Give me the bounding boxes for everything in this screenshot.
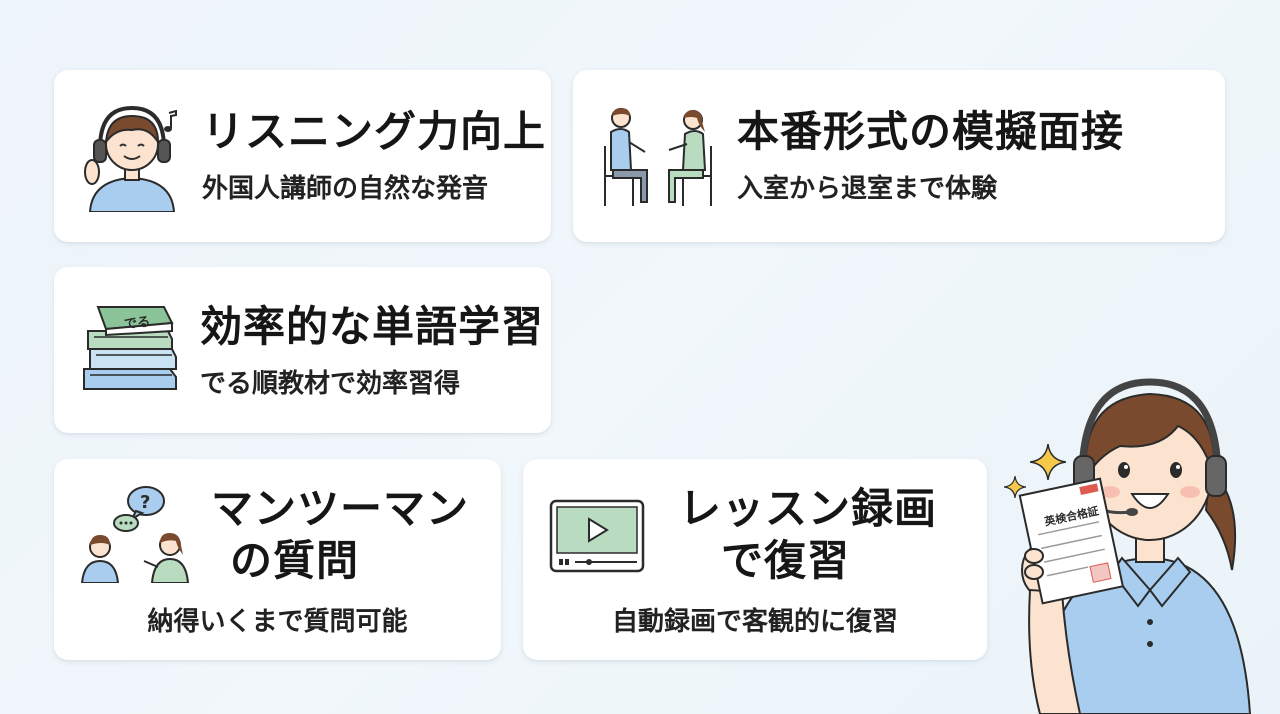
feature-card-recording: レッスン録画 で復習 自動録画で客観的に復習 (523, 459, 987, 660)
card-subtitle: 入室から退室まで体験 (737, 174, 998, 204)
book-stack-icon (80, 303, 182, 393)
mascot-teacher: 英検合格証 (1000, 360, 1262, 714)
card-title: 本番形式の模擬面接 (737, 107, 1125, 156)
card-title-line1: マンツーマン (210, 484, 469, 533)
headphones-person-icon (80, 100, 184, 212)
card-title: 効率的な単語学習 (200, 302, 545, 351)
card-subtitle: 自動録画で客観的に復習 (611, 607, 898, 637)
feature-card-listening: リスニング力向上 外国人講師の自然な発音 (54, 70, 551, 242)
sparkle-icon (1004, 476, 1026, 498)
question-bubble-icon: ? (80, 483, 192, 583)
card-title: リスニング力向上 (202, 107, 547, 156)
feature-card-interview: 本番形式の模擬面接 入室から退室まで体験 (573, 70, 1225, 242)
music-note-icon (162, 110, 180, 134)
video-player-icon (549, 499, 645, 573)
feature-card-vocabulary: でる 効率的な単語学習 でる順教材で効率習得 (54, 267, 551, 433)
interview-chairs-icon (599, 106, 717, 208)
sparkle-icon (1030, 444, 1066, 480)
card-subtitle: 納得いくまで質問可能 (147, 607, 408, 637)
card-subtitle: でる順教材で効率習得 (200, 369, 461, 399)
card-title-line2: の質問 (230, 536, 360, 585)
feature-card-questions: ? マンツーマン の質問 納得いくまで質問可能 (54, 459, 501, 660)
card-title-line1: レッスン録画 (678, 484, 937, 533)
card-subtitle: 外国人講師の自然な発音 (202, 174, 489, 204)
svg-text:?: ? (140, 492, 150, 513)
card-title-line2: で復習 (721, 536, 851, 585)
book-label: でる (123, 314, 151, 333)
